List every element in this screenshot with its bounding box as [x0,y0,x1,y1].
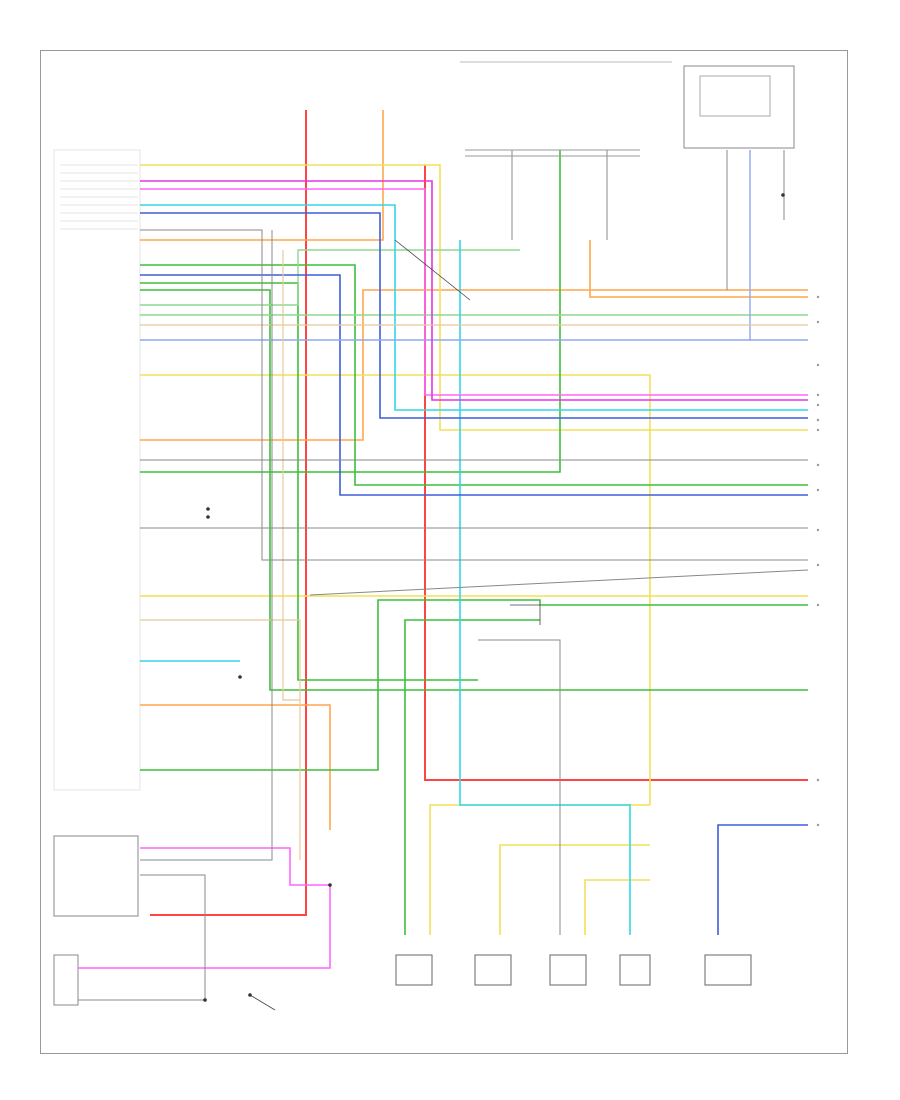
wire-tan [140,250,808,860]
relay-icon [619,954,651,986]
wire-pink [78,188,808,969]
top-connector-bar [465,149,640,157]
left-pin-labels [60,164,138,230]
right-terminals [816,295,820,827]
wire-black [249,239,541,1011]
wire-light-green [140,249,808,316]
diagram-frame [40,50,848,1054]
bottom-components [395,954,752,986]
wire-green [140,150,808,935]
lower-left-module [53,835,139,917]
sensor-icon [395,954,433,986]
lower-left-sensor [53,954,79,1006]
sensor-icon [474,954,512,986]
wire-light-blue [140,150,808,341]
wire-gray [78,150,809,1001]
wire-blue [140,212,808,935]
module-inner-box [699,75,771,117]
wire-magenta [140,180,808,401]
junctions [203,193,785,1002]
wire-orange [140,110,808,830]
switch-icon [549,954,587,986]
relay-icon [704,954,752,986]
wire-yellow [140,164,808,935]
wire-red [150,110,808,916]
control-module-block [53,149,141,791]
wire-cyan [140,204,808,935]
